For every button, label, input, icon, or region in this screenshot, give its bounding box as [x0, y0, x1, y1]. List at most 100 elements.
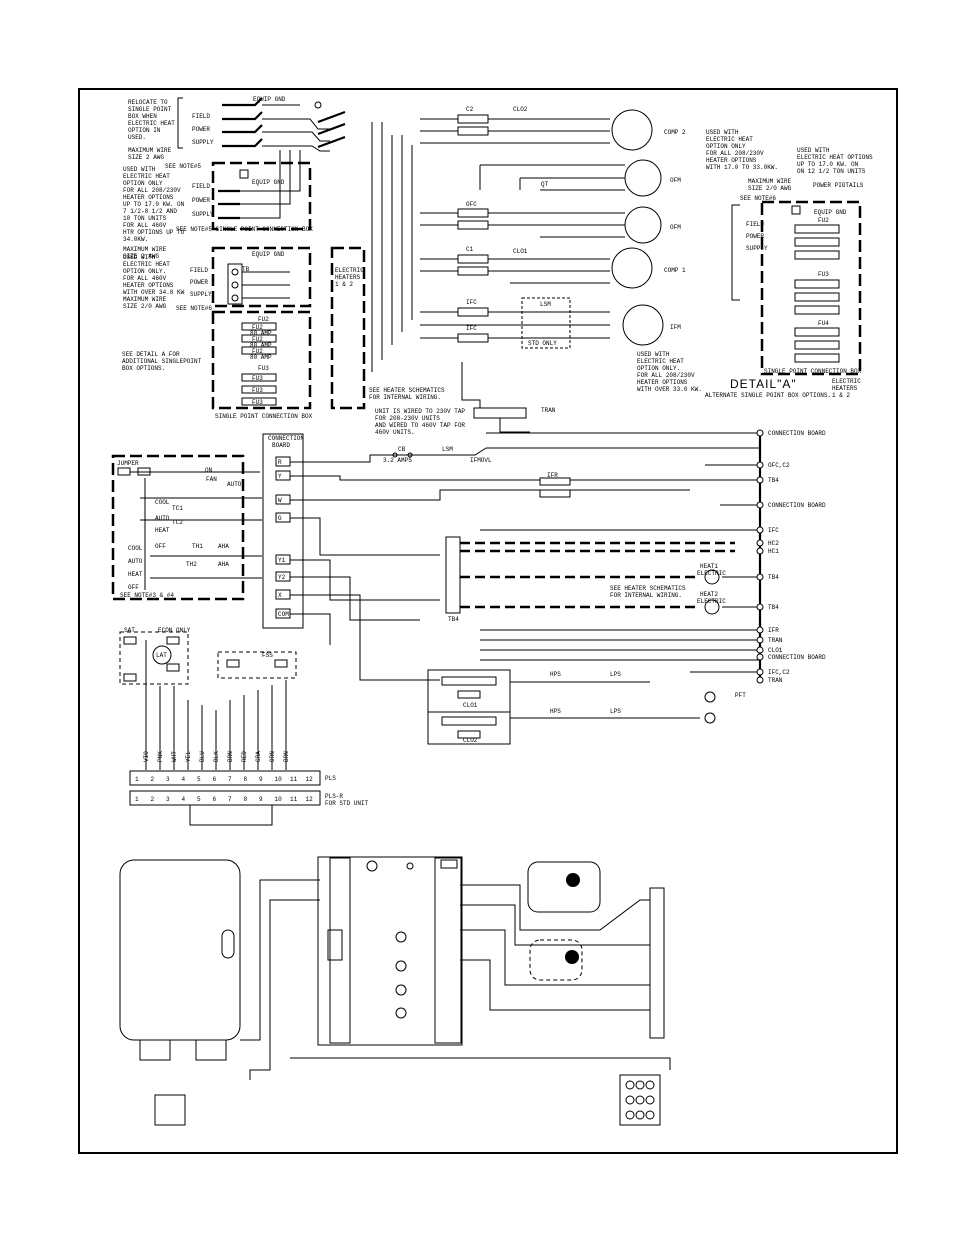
svg-text:HEAT1: HEAT1 — [700, 563, 718, 570]
pls-r-pin-number: 2 — [151, 796, 155, 803]
right-terminal-label: IFC,C2 — [768, 669, 790, 676]
cb-terminal-label: Y — [278, 473, 282, 480]
svg-text:FU2: FU2 — [818, 217, 829, 224]
fuse-group-2: FU3 FU3 FU3 FU3 — [241, 365, 277, 406]
svg-text:HEATER OPTIONS: HEATER OPTIONS — [123, 194, 174, 201]
right-terminal — [756, 636, 764, 644]
pls-plug: PLS PLS-R FOR STD UNIT — [129, 770, 369, 826]
svg-text:LSM: LSM — [442, 446, 453, 453]
right-terminal — [756, 626, 764, 634]
cb-breaker: CB 3.2 AMPS LSM IFMOVL — [383, 446, 492, 464]
alt-spcb-caption: ALTERNATE SINGLE POINT BOX OPTIONS. — [705, 392, 831, 399]
svg-text:FU3: FU3 — [258, 365, 269, 372]
svg-text:POWER: POWER — [192, 197, 210, 204]
svg-text:FU2: FU2 — [252, 324, 263, 331]
label-power: POWER — [192, 126, 210, 133]
svg-text:ELECTRIC HEAT: ELECTRIC HEAT — [123, 261, 170, 268]
svg-text:MAXIMUM WIRE: MAXIMUM WIRE — [123, 296, 167, 303]
plug-pin-label: BRN — [227, 751, 234, 762]
svg-text:HEAT: HEAT — [128, 571, 143, 578]
right-terminal — [756, 676, 764, 684]
single-point-box-1 — [211, 161, 312, 231]
pls-r-pin-number: 3 — [166, 796, 170, 803]
pls-pin-number: 5 — [197, 776, 201, 783]
svg-text:UP TO 17.0 KW. ON: UP TO 17.0 KW. ON — [797, 161, 859, 168]
over33-note: USED WITH ELECTRIC HEAT OPTION ONLY. FOR… — [637, 351, 702, 393]
svg-text:ELECTRIC: ELECTRIC — [697, 570, 726, 577]
svg-text:LPS: LPS — [610, 708, 621, 715]
svg-text:FU2: FU2 — [252, 336, 263, 343]
ifr-relay: IFR — [539, 472, 571, 498]
svg-text:OFF: OFF — [128, 584, 139, 591]
label-supply: SUPPLY — [192, 139, 214, 146]
svg-text:COMP 1: COMP 1 — [664, 267, 686, 274]
svg-text:HEATERS: HEATERS — [832, 385, 858, 392]
svg-text:FSS: FSS — [262, 652, 273, 659]
svg-text:WITH 17.0 TO 33.0KW.: WITH 17.0 TO 33.0KW. — [706, 164, 778, 171]
plug-pin-label: RED — [241, 751, 248, 762]
contactor-ofc: OFC — [457, 201, 489, 230]
svg-text:EQUIP GND: EQUIP GND — [252, 251, 285, 258]
svg-text:AND WIRED TO 460V TAP FOR: AND WIRED TO 460V TAP FOR — [375, 422, 465, 429]
detail-a-box — [760, 200, 862, 376]
svg-text:ON: ON — [205, 467, 213, 474]
terminal-block — [227, 263, 243, 305]
pls-pin-number: 8 — [244, 776, 248, 783]
right-terminal — [756, 668, 764, 676]
svg-text:MAXIMUM WIRE: MAXIMUM WIRE — [748, 178, 792, 185]
right-terminal — [756, 603, 764, 611]
right-terminal — [756, 461, 764, 469]
svg-text:FIELD: FIELD — [192, 183, 210, 190]
fuse-box — [211, 310, 312, 410]
svg-text:ELECTRIC HEAT: ELECTRIC HEAT — [123, 173, 170, 180]
pls-pin-number: 2 — [151, 776, 155, 783]
svg-text:ELECTRIC HEAT OPTIONS: ELECTRIC HEAT OPTIONS — [797, 154, 873, 161]
tb-label: TB — [242, 266, 250, 273]
right-terminal-label: CONNECTION BOARD — [768, 430, 826, 437]
svg-text:WITH OVER 33.0 KW.: WITH OVER 33.0 KW. — [637, 386, 702, 393]
right-terminal — [756, 646, 764, 654]
pls-r-pin-number: 1 — [135, 796, 139, 803]
svg-text:OPTION ONLY.: OPTION ONLY. — [637, 365, 680, 372]
right-terminal-label: IFR — [768, 627, 779, 634]
equip-gnd-label: EQUIP GND — [253, 96, 286, 103]
right-terminal-label: TB4 — [768, 574, 779, 581]
svg-text:CONNECTION: CONNECTION — [268, 435, 304, 442]
svg-text:3.2 AMPS: 3.2 AMPS — [383, 457, 412, 464]
relocate-note: RELOCATE TO SINGLE POINT BOX WHEN ELECTR… — [128, 99, 201, 170]
detail-fuses-fu2: FU2 — [794, 217, 840, 260]
unit-wired-note: UNIT IS WIRED TO 230V TAP FOR 208-230V U… — [375, 408, 465, 436]
svg-text:FU3: FU3 — [818, 271, 829, 278]
pls-r-pin-number: 6 — [213, 796, 217, 803]
fuse-group-1: FU2 FU2 FU2 FU2 80 AMP 80 AMP 80 AMP — [241, 316, 277, 361]
plug-pin-label: ORN — [269, 751, 276, 762]
note-line: RELOCATE TO — [128, 99, 168, 106]
svg-text:FOR ALL 460V: FOR ALL 460V — [123, 275, 167, 282]
svg-text:SEE HEATER SCHEMATICS: SEE HEATER SCHEMATICS — [369, 387, 445, 394]
pressure-switches: HPS LPS HPS LPS PFT — [550, 671, 746, 724]
pls-pin-number: 11 — [290, 776, 298, 783]
svg-text:SAT: SAT — [124, 627, 135, 634]
svg-text:BOARD: BOARD — [272, 442, 290, 449]
svg-text:COOL: COOL — [128, 545, 143, 552]
svg-text:IFC: IFC — [466, 325, 477, 332]
svg-text:IFR: IFR — [547, 472, 558, 479]
economizer: SAT ECON ONLY LAT — [119, 627, 191, 685]
fss-switch: FSS — [217, 651, 297, 679]
svg-text:ON 12 1/2 TON UNITS: ON 12 1/2 TON UNITS — [797, 168, 866, 175]
svg-text:UNIT IS WIRED TO 230V TAP: UNIT IS WIRED TO 230V TAP — [375, 408, 465, 415]
svg-text:WITH OVER 34.0 KW: WITH OVER 34.0 KW — [123, 289, 185, 296]
svg-text:TC2: TC2 — [172, 519, 183, 526]
svg-text:OPTION ONLY: OPTION ONLY — [123, 180, 163, 187]
svg-text:HEATER OPTIONS: HEATER OPTIONS — [123, 282, 174, 289]
svg-text:EQUIP GND: EQUIP GND — [814, 209, 847, 216]
svg-text:SEE DETAIL A FOR: SEE DETAIL A FOR — [122, 351, 180, 358]
right-terminal — [756, 526, 764, 534]
svg-text:C1: C1 — [466, 246, 474, 253]
see-note: SEE NOTE#5 — [165, 163, 201, 170]
svg-text:OFC: OFC — [466, 201, 477, 208]
right-terminal-label: HC1 — [768, 548, 779, 555]
ifm-motor: IFM — [622, 304, 681, 346]
